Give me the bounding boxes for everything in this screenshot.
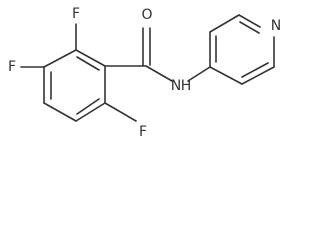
bond-c2-c3 [43, 49, 77, 68]
bond-p5-p6 [241, 66, 275, 85]
bond-c6-f-bottom [104, 102, 137, 122]
bond-p2-p3 [209, 14, 240, 33]
amide-nitrogen-label: N [171, 78, 181, 94]
fluorine-left-label: F [8, 59, 16, 75]
bond-c1-c2-inner [76, 56, 100, 71]
bond-p3-n-inner [239, 21, 260, 34]
fluorine-bottom-label: F [139, 124, 147, 140]
pyridine-nitrogen-label: N [271, 18, 281, 34]
molecule-structure: F F F O N H N [8, 6, 281, 140]
fluorine-top-label: F [72, 6, 80, 22]
structure-canvas: F F F O N H N [7, 6, 282, 140]
amide-hydrogen-label: H [181, 78, 192, 94]
benzene-ring [43, 49, 106, 122]
bond-n-pyridine [187, 66, 211, 82]
bond-p3-n [238, 14, 261, 28]
bond-carbonyl-n [145, 65, 173, 82]
bond-p6-p1 [209, 66, 243, 85]
bond-c1-c2 [75, 49, 106, 67]
bond-p5-p6-inner [241, 62, 269, 78]
bond-c5-c6-inner [76, 98, 100, 115]
oxygen-label: O [141, 7, 152, 23]
bond-c5-c6 [75, 102, 106, 122]
bond-c4-c5 [43, 102, 77, 122]
pyridine-ring [209, 14, 275, 85]
